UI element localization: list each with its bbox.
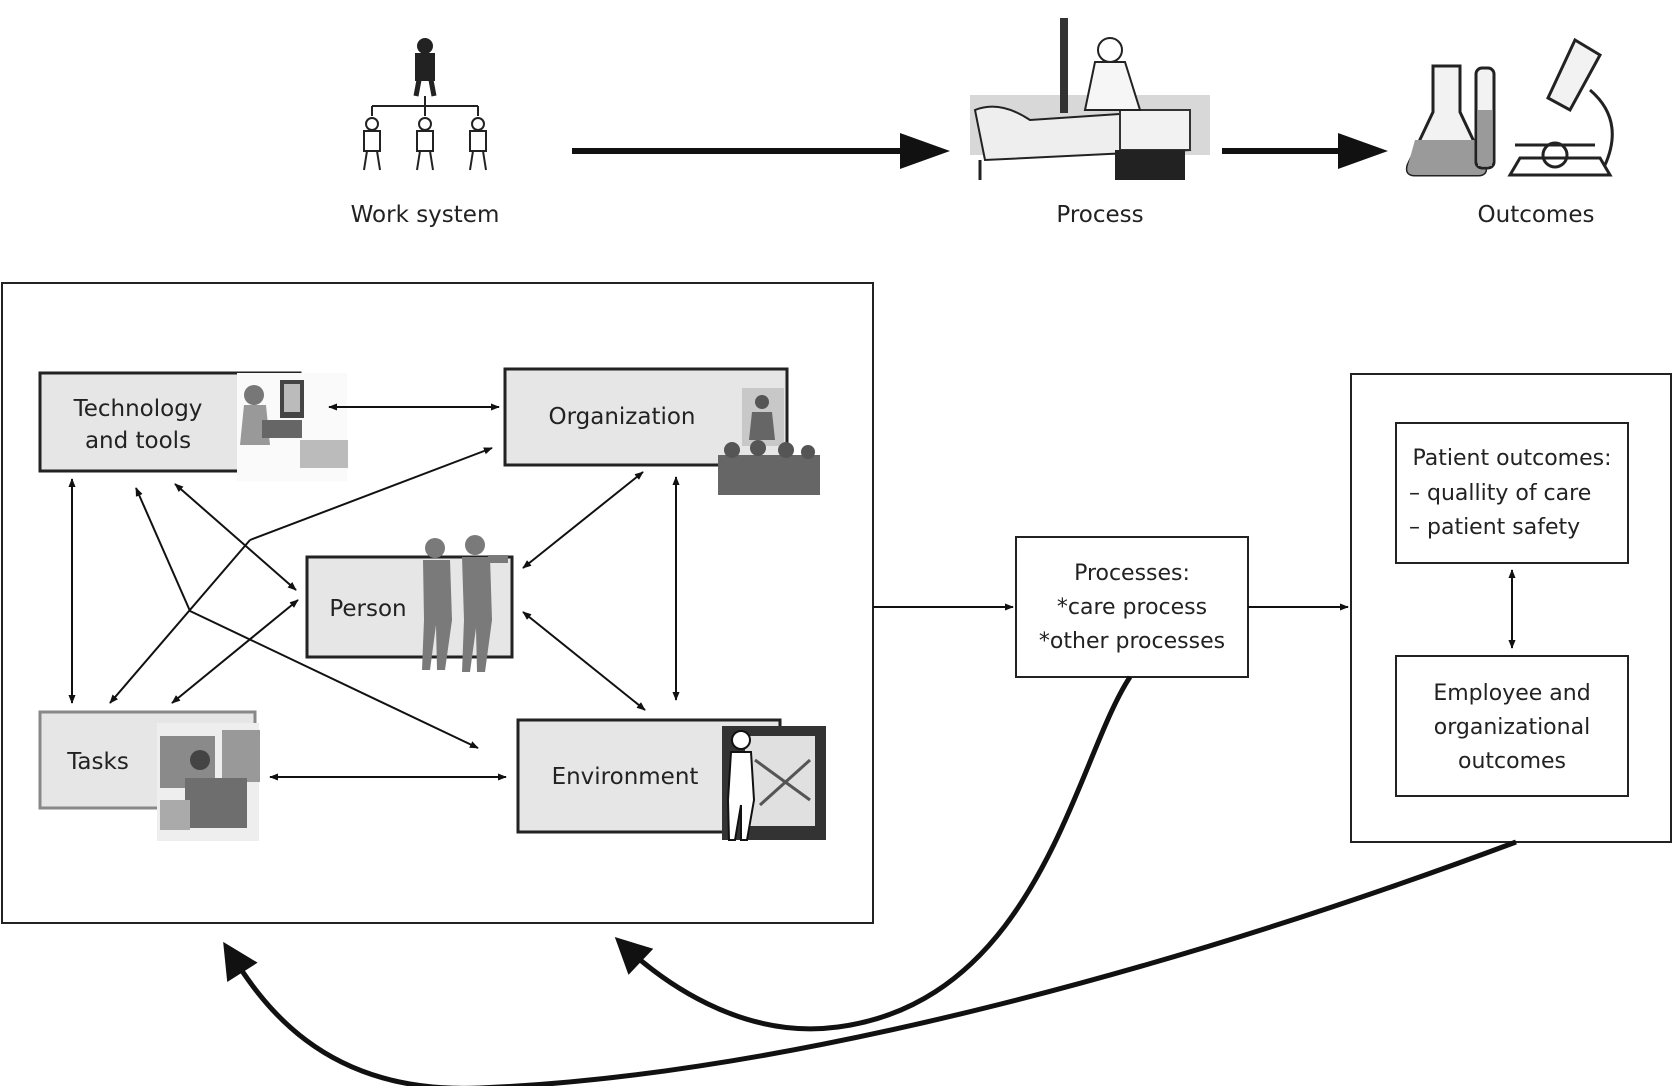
work-system-label: Work system — [351, 202, 500, 228]
process-label: Process — [1056, 202, 1143, 228]
arrow-person-organization — [522, 471, 644, 569]
arrowhead-work-to-process — [900, 133, 950, 169]
org-people-icon — [718, 388, 820, 495]
arrow-tech-center — [135, 487, 191, 612]
organization-box: Organization — [503, 367, 820, 495]
employee-outcomes-line3: outcomes — [1458, 749, 1566, 774]
computer-user-icon — [237, 373, 348, 481]
environment-label: Environment — [552, 764, 699, 790]
task-work-icon — [157, 723, 260, 841]
person-label: Person — [329, 596, 406, 622]
feedback-arrow-processes — [614, 675, 1133, 1032]
organization-label: Organization — [548, 404, 695, 430]
work-system-box — [1, 282, 874, 924]
employee-outcomes-line1: Employee and — [1433, 681, 1590, 706]
environment-figure-icon — [722, 726, 826, 841]
patient-outcomes-quality: – quallity of care — [1409, 481, 1591, 506]
hospital-bed-icon — [970, 18, 1210, 180]
employee-outcomes-box — [1395, 655, 1629, 797]
patient-outcomes-box — [1395, 422, 1629, 564]
org-chart-people-icon — [363, 38, 487, 171]
arrow-mid-organization — [249, 447, 493, 541]
lab-flask-microscope-icon — [1405, 37, 1614, 177]
arrow-tasks-mid — [109, 539, 251, 704]
technology-label-line1: Technology — [73, 396, 203, 422]
arrow-tech-person — [174, 483, 297, 591]
processes-item-care: *care process — [1057, 595, 1207, 620]
processes-item-other: *other processes — [1039, 629, 1225, 654]
feedback-arrow-outcomes — [223, 839, 1517, 1086]
tasks-box: Tasks — [38, 710, 260, 841]
processes-title: Processes: — [1074, 561, 1190, 586]
arrow-person-environment — [522, 611, 646, 711]
workers-icon — [422, 535, 508, 672]
patient-outcomes-title: Patient outcomes: — [1412, 446, 1611, 471]
person-box: Person — [305, 535, 514, 672]
environment-box: Environment — [516, 718, 826, 841]
technology-label-line2: and tools — [85, 428, 191, 454]
arrowhead-process-to-outcomes — [1338, 133, 1388, 169]
outcomes-label: Outcomes — [1478, 202, 1595, 228]
patient-outcomes-safety: – patient safety — [1409, 515, 1580, 540]
tasks-label: Tasks — [66, 749, 129, 775]
arrow-tasks-person — [171, 599, 299, 704]
work-system-connectors — [68, 403, 680, 781]
processes-box — [1015, 536, 1249, 678]
employee-outcomes-line2: organizational — [1434, 715, 1590, 740]
technology-box: Technology and tools — [38, 371, 348, 481]
